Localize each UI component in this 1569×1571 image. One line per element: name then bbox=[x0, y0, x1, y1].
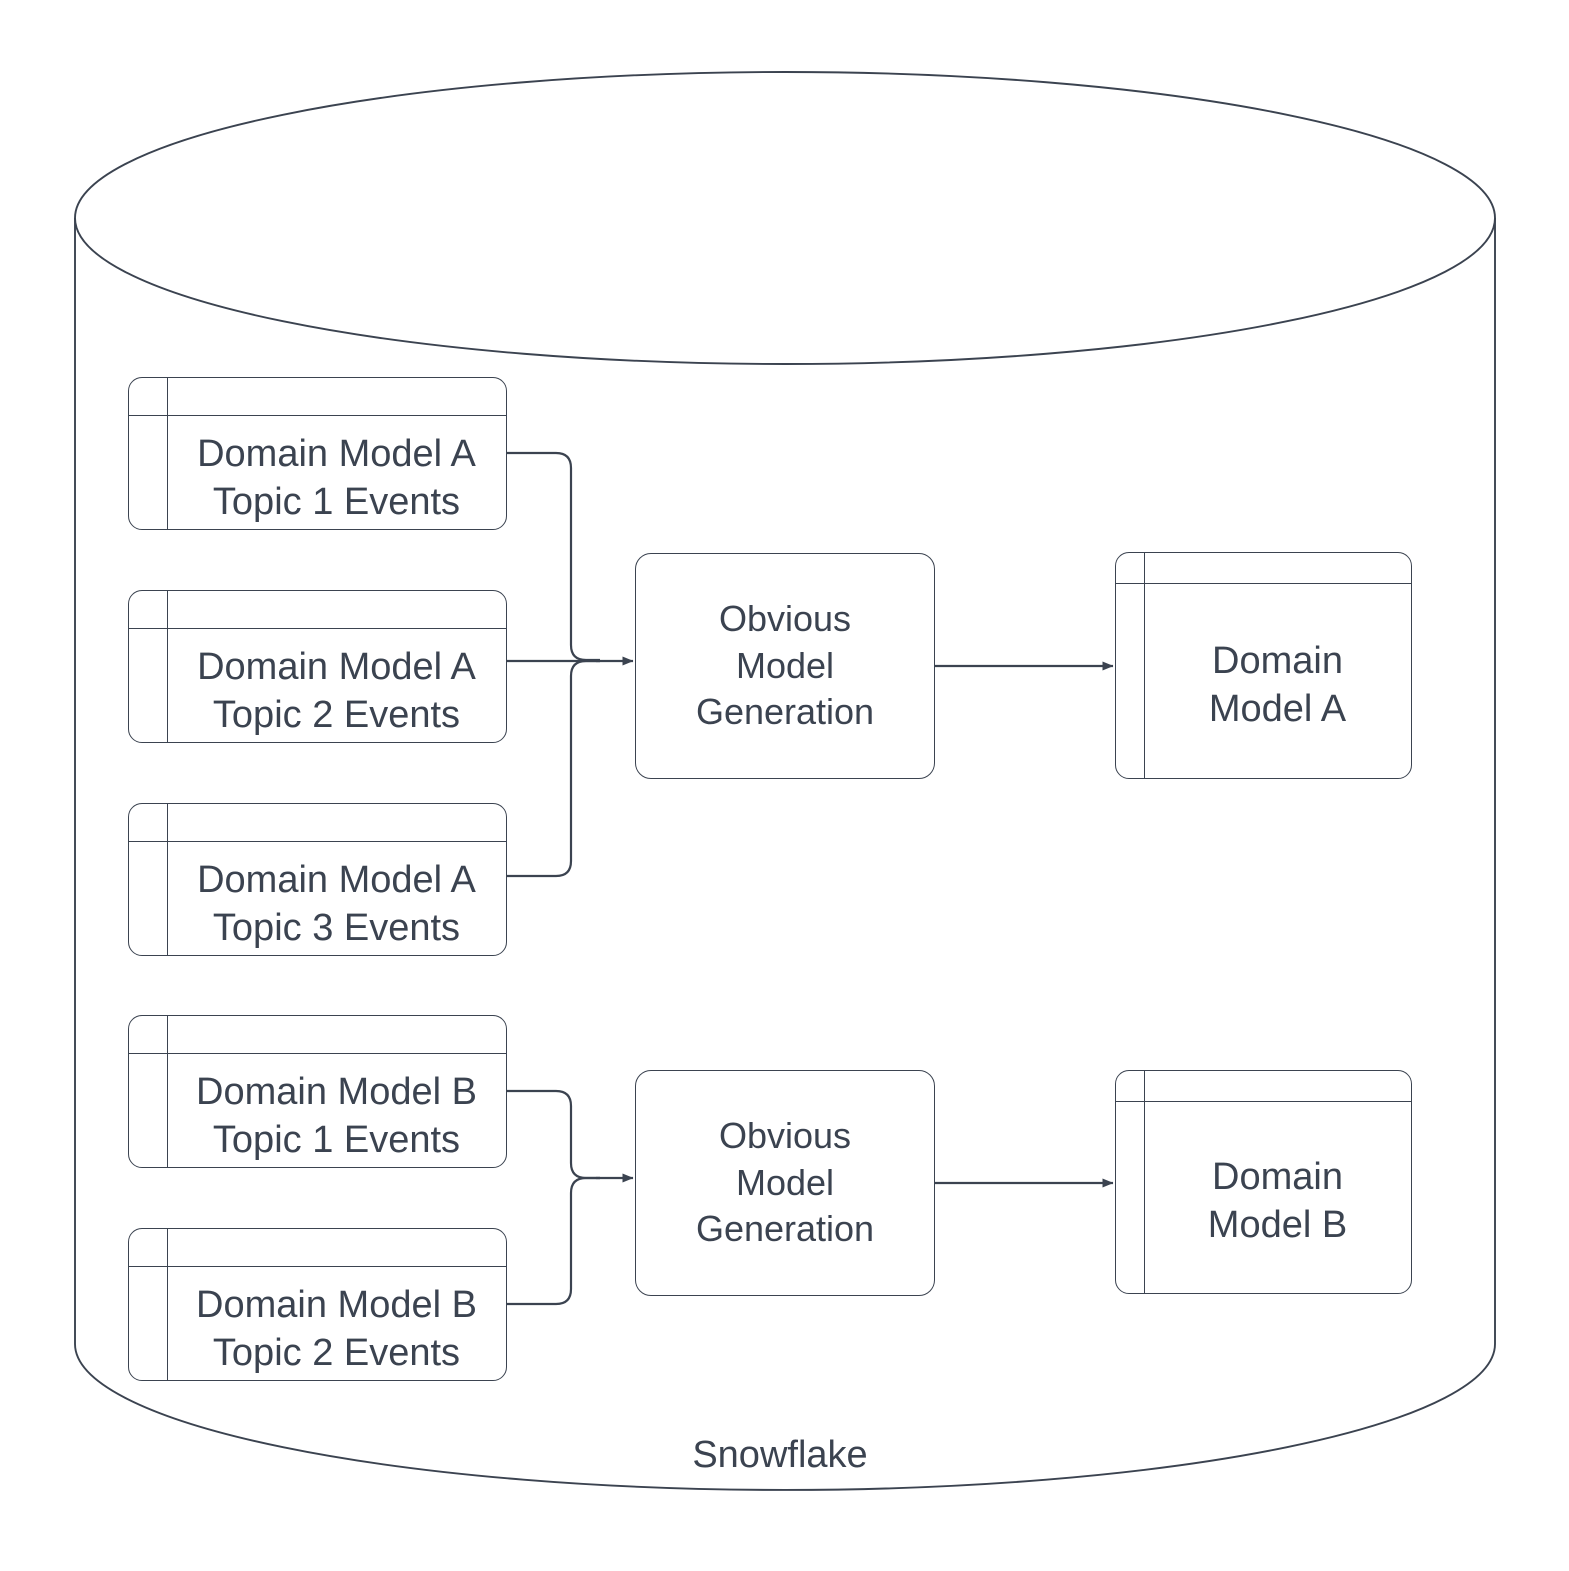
table-header-divider bbox=[129, 415, 506, 416]
table-column-divider bbox=[1144, 553, 1145, 778]
process-label: Obvious Model Generation bbox=[695, 597, 875, 733]
table-column-divider bbox=[1144, 1071, 1145, 1293]
process-obvious-model-generation-b[interactable]: Obvious Model Generation bbox=[635, 1070, 935, 1296]
table-header-divider bbox=[1116, 1101, 1411, 1102]
edge-path-dmb-t2 bbox=[507, 1176, 600, 1306]
snowflake-container-label: Snowflake bbox=[692, 1434, 868, 1476]
table-column-divider bbox=[167, 1229, 168, 1380]
table-header-divider bbox=[129, 1053, 506, 1054]
edge-path-dma-t3 bbox=[507, 659, 600, 878]
table-column-divider bbox=[167, 1016, 168, 1167]
table-header-divider bbox=[129, 841, 506, 842]
edge-path-dmb-t1 bbox=[507, 1089, 600, 1180]
table-column-divider bbox=[167, 378, 168, 529]
table-header-divider bbox=[129, 628, 506, 629]
process-label: Obvious Model Generation bbox=[695, 1114, 875, 1250]
table-header-divider bbox=[1116, 583, 1411, 584]
table-header-divider bbox=[129, 1266, 506, 1267]
edge-path-dma-t1 bbox=[507, 451, 600, 662]
table-column-divider bbox=[167, 804, 168, 955]
table-column-divider bbox=[167, 591, 168, 742]
process-obvious-model-generation-a[interactable]: Obvious Model Generation bbox=[635, 553, 935, 779]
